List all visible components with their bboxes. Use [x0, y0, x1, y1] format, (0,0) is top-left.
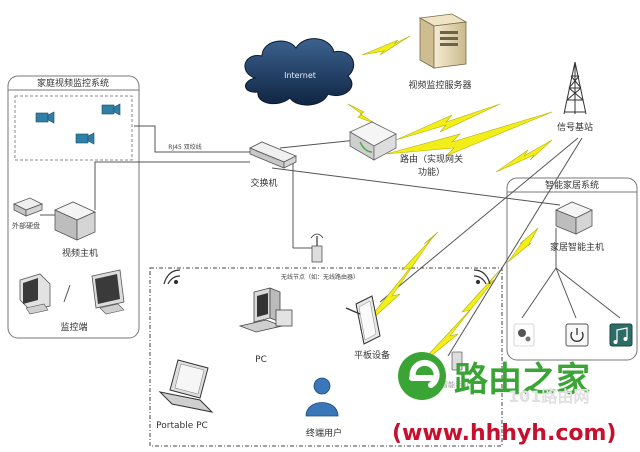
server-icon — [418, 13, 468, 69]
external-disk-label: 外部硬盘 — [12, 221, 40, 230]
smart-host-icon — [555, 201, 593, 235]
watermark-logo — [398, 352, 446, 400]
bolt-phone — [413, 269, 501, 371]
internet-cloud-icon — [244, 38, 355, 106]
video-server-label: 视频监控服务器 — [408, 79, 471, 91]
wireless-node-label: 无线节点（如：无线路由器） — [281, 273, 359, 281]
pc-label: PC — [255, 355, 267, 365]
wireless-zone — [149, 267, 503, 447]
bolt-station-1 — [395, 103, 501, 141]
antenna-tower-icon — [563, 61, 587, 115]
video-host-icon — [54, 201, 96, 241]
tablet-label: 平板设备 — [354, 349, 390, 361]
wifi-signal-icon-left — [163, 269, 181, 285]
connection-lines — [40, 125, 621, 357]
bolt-smart-2 — [507, 227, 539, 263]
router-icon — [349, 121, 397, 161]
internet-label: Internet — [284, 71, 316, 80]
bolt-station-2 — [385, 111, 553, 157]
smartphone-icon — [451, 351, 463, 371]
smart-host-label: 家居智能主机 — [550, 241, 604, 253]
camera-icon-1 — [35, 111, 55, 124]
music-device-icon — [609, 323, 633, 347]
video-host-label: 视频主机 — [62, 247, 98, 259]
watermark-brand: 路由之家 — [454, 360, 590, 400]
bolt-smart-1 — [495, 139, 553, 173]
camera-zone — [14, 95, 133, 161]
watermark-url: (www.hhhyh.com) — [392, 421, 616, 446]
hard-disk-icon — [13, 197, 43, 217]
monitor-end-label: 监控端 — [60, 321, 87, 333]
watermark-site: 101路由网 — [508, 387, 589, 406]
router-label-line2: 功能） — [418, 166, 445, 178]
lcd-monitor-icon — [91, 269, 125, 315]
wireless-bolts — [347, 35, 553, 371]
laptop-icon — [158, 359, 214, 413]
wireless-ap-icon — [310, 233, 324, 263]
tablet-icon — [345, 295, 381, 345]
crt-monitor-icon — [19, 273, 51, 315]
smart-home-group: 智能家居系统 — [506, 177, 638, 361]
wifi-signal-icon-right — [473, 269, 491, 285]
smart-home-group-title: 智能家居系统 — [545, 179, 599, 191]
router-label-line1: 路由（实现网关 — [400, 153, 463, 165]
camera-icon-2 — [101, 103, 121, 116]
bolt-router — [347, 103, 377, 125]
desktop-pc-icon — [238, 287, 293, 333]
power-device-icon — [565, 323, 589, 347]
home-video-group-title: 家庭视频监控系统 — [37, 77, 109, 89]
terminal-user-label: 终端用户 — [306, 427, 342, 439]
bolt-tablet — [359, 231, 439, 331]
bolt-server — [361, 35, 411, 56]
switch-label: 交换机 — [250, 177, 277, 189]
base-station-label: 信号基站 — [557, 121, 593, 133]
switch-icon — [249, 141, 297, 169]
camera-icon-3 — [75, 132, 95, 145]
user-icon — [305, 377, 339, 417]
sensor-device-icon — [513, 323, 535, 347]
smartphone-label: 智能手机 — [441, 380, 469, 389]
portable-pc-label: Portable PC — [156, 421, 208, 431]
cable-label: RJ45 双绞线 — [168, 143, 201, 151]
